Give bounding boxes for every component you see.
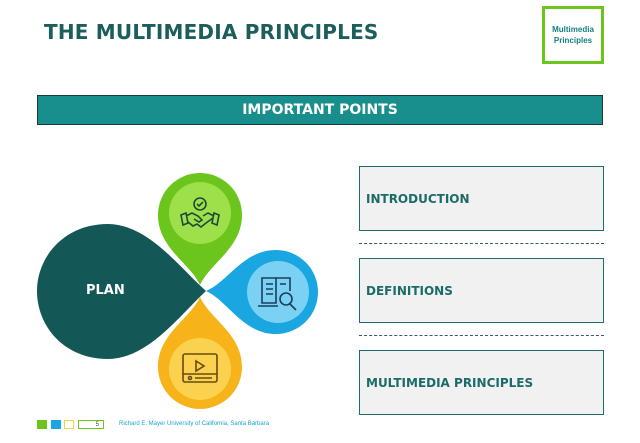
definitions-label: DEFINITIONS <box>366 283 453 298</box>
divider <box>359 243 604 244</box>
logo: Multimedia Principles <box>542 6 604 64</box>
plan-teardrop <box>37 224 206 359</box>
definitions-card[interactable]: DEFINITIONS <box>359 258 604 323</box>
logo-line-1: Multimedia <box>552 25 594 34</box>
plan-diagram <box>37 173 318 409</box>
plan-label: PLAN <box>86 283 125 298</box>
book-search-petal <box>206 250 318 334</box>
handshake-icon <box>180 197 220 229</box>
page-title: THE MULTIMEDIA PRINCIPLES <box>44 20 379 44</box>
video-player-petal <box>158 297 242 409</box>
banner-label: IMPORTANT POINTS <box>242 102 398 118</box>
logo-line-2: Principles <box>553 36 593 45</box>
book-search-icon <box>258 277 297 311</box>
handshake-petal <box>158 173 242 285</box>
video-player-icon <box>182 353 218 383</box>
divider <box>359 335 604 336</box>
important-points-banner: IMPORTANT POINTS <box>37 95 603 125</box>
page-number: 5 <box>78 420 104 429</box>
footer-square-blue <box>51 420 61 429</box>
footer-credit: Richard E. Mayer University of Californi… <box>119 421 270 427</box>
multimedia-principles-card[interactable]: MULTIMEDIA PRINCIPLES <box>359 350 604 415</box>
footer-square-yellow <box>64 420 74 429</box>
footer-square-green <box>37 420 47 429</box>
multimedia-principles-label: MULTIMEDIA PRINCIPLES <box>366 375 534 390</box>
introduction-label: INTRODUCTION <box>366 191 470 206</box>
introduction-card[interactable]: INTRODUCTION <box>359 166 604 231</box>
